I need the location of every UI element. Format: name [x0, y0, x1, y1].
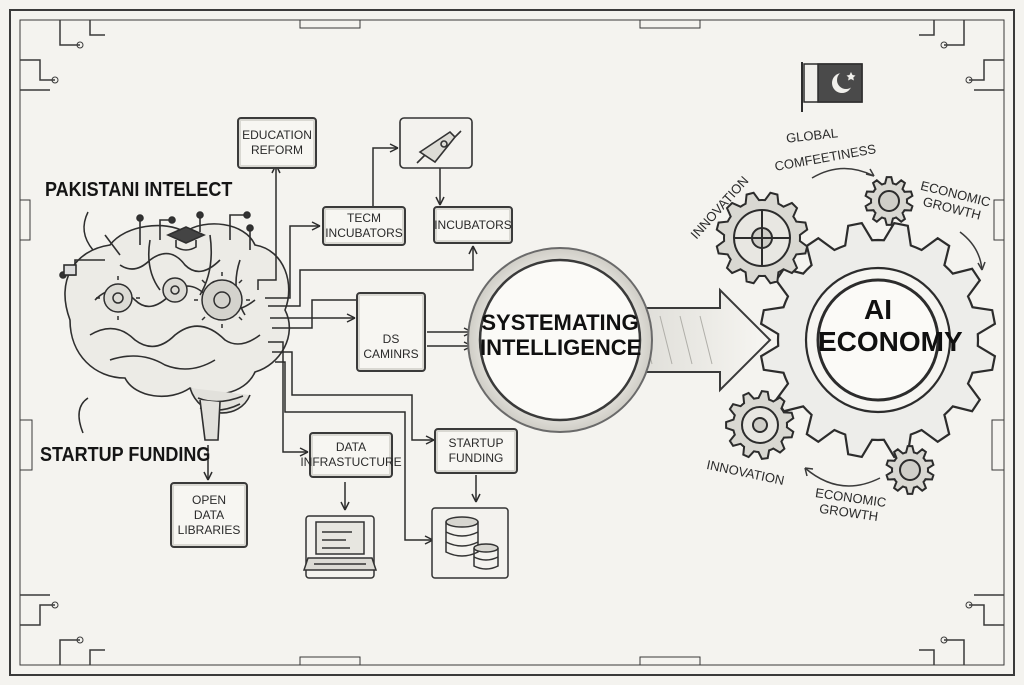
ds-centers-box[interactable]: DS CAMINRS: [356, 292, 426, 372]
cycle-gears: [715, 176, 935, 495]
center-circle: [467, 247, 653, 433]
rocket-icon: [399, 117, 473, 169]
tech-incubators-box[interactable]: TECM INCUBATORS: [322, 206, 406, 246]
ornamental-frame: [9, 9, 1015, 676]
cycle-arrows: [804, 167, 986, 487]
laptop-icon: [302, 515, 378, 579]
startup-funding-box[interactable]: STARTUP FUNDING: [434, 428, 518, 474]
brain-illustration: [59, 211, 291, 441]
education-reform-box[interactable]: EDUCATION REFORM: [237, 117, 317, 169]
incubators-box[interactable]: INCUBATORS: [433, 206, 513, 244]
ai-economy-gear: [759, 221, 997, 459]
systemating-intelligence-text: SYSTEMATING INTELLIGENCE: [480, 310, 642, 361]
connector-lines: [78, 143, 481, 545]
open-data-libraries-box[interactable]: OPEN DATA LIBRARIES: [170, 482, 248, 548]
pakistani-intellect-label: PAKISTANI INTELECT: [45, 177, 233, 201]
data-infrastructure-box[interactable]: DATA INFRASTUCTURE: [300, 432, 402, 478]
ai-economy-text: AI ECONOMY: [818, 294, 963, 358]
pakistan-flag: [801, 62, 863, 112]
database-icon: [431, 507, 509, 579]
startup-funding-label: STARTUP FUNDING: [40, 442, 211, 466]
